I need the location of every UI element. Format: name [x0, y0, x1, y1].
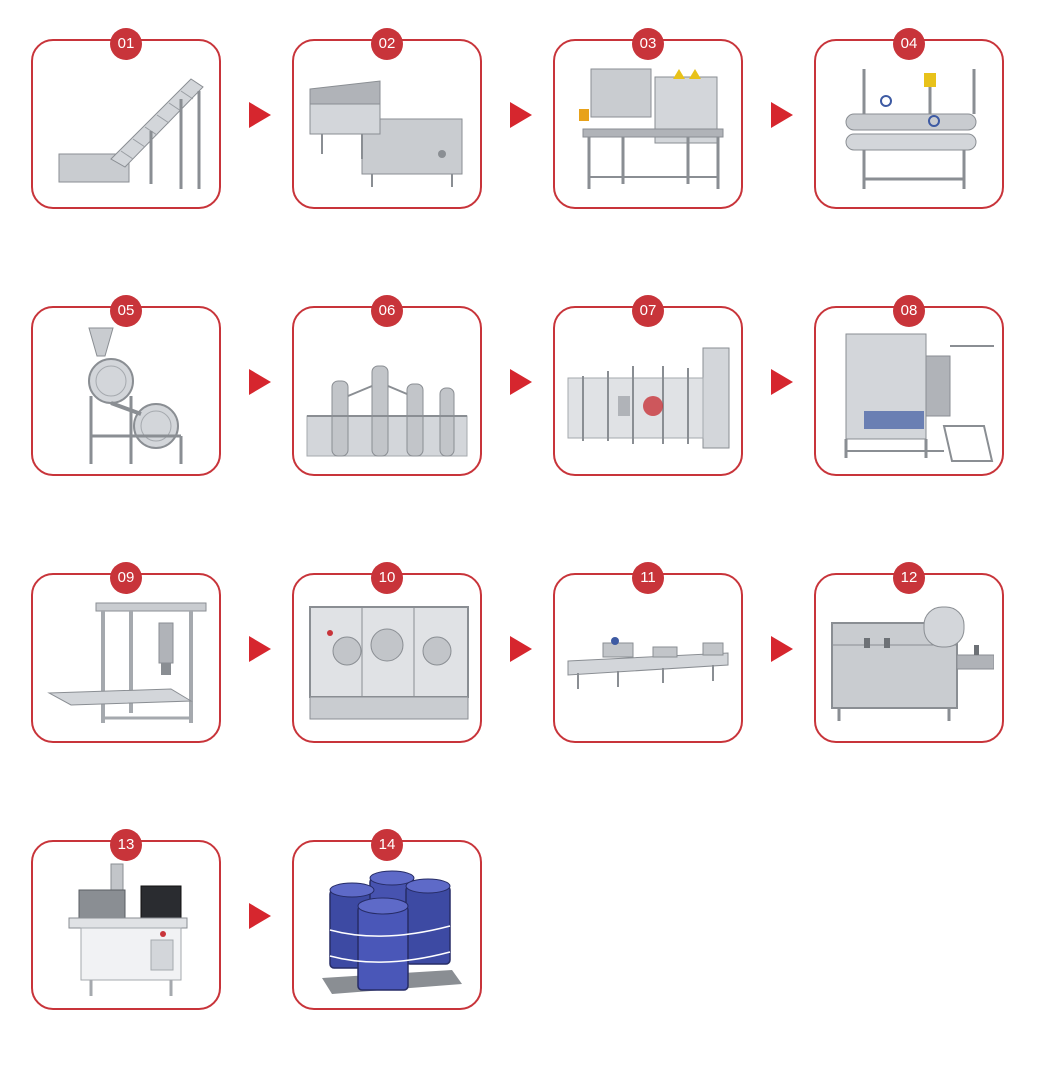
step-14: 14 [292, 829, 482, 1010]
tubular-preheater-icon [845, 69, 977, 189]
step-number: 11 [632, 562, 664, 594]
crusher-machine-icon [579, 68, 724, 189]
arrow-right-icon [249, 369, 271, 395]
bubble-washer-icon [309, 80, 463, 187]
step-number: 13 [110, 829, 142, 861]
step-number: 04 [893, 28, 925, 60]
arrow-right-icon [510, 636, 532, 662]
arrow-right-icon [771, 636, 793, 662]
step-number: 12 [893, 562, 925, 594]
step-number: 05 [110, 295, 142, 327]
step-12: 12 [814, 562, 1004, 743]
inclined-conveyor-icon [58, 78, 204, 189]
arrow-right-icon [771, 102, 793, 128]
laser-marking-machine-icon [68, 863, 188, 996]
cooling-tunnel-icon [567, 637, 729, 689]
step-07: 07 [553, 295, 743, 476]
step-number: 07 [632, 295, 664, 327]
step-10: 10 [292, 562, 482, 743]
arrow-right-icon [249, 636, 271, 662]
aseptic-filler-icon [844, 333, 994, 462]
step-11: 11 [553, 562, 743, 743]
arrow-right-icon [249, 102, 271, 128]
filling-capping-machine-icon [309, 606, 469, 720]
evaporator-icon [306, 365, 468, 457]
step-13: 13 [31, 829, 221, 1010]
step-05: 05 [31, 295, 221, 476]
arrow-right-icon [249, 903, 271, 929]
step-number: 14 [371, 829, 403, 861]
step-06: 06 [292, 295, 482, 476]
arrow-right-icon [510, 369, 532, 395]
sterilizer-line-icon [567, 347, 730, 449]
bag-filling-frame-icon [47, 602, 207, 723]
step-04: 04 [814, 28, 1004, 209]
pulping-machine-icon [88, 327, 183, 464]
arrow-right-icon [510, 102, 532, 128]
step-09: 09 [31, 562, 221, 743]
drum-pallet-icon [322, 870, 462, 994]
step-08: 08 [814, 295, 1004, 476]
arrow-right-icon [771, 369, 793, 395]
step-number: 06 [371, 295, 403, 327]
step-number: 01 [110, 28, 142, 60]
pasteurizer-tunnel-icon [831, 606, 994, 721]
step-number: 03 [632, 28, 664, 60]
step-number: 02 [371, 28, 403, 60]
step-02: 02 [292, 28, 482, 209]
step-number: 10 [371, 562, 403, 594]
step-number: 08 [893, 295, 925, 327]
step-number: 09 [110, 562, 142, 594]
step-01: 01 [31, 28, 221, 209]
step-03: 03 [553, 28, 743, 209]
